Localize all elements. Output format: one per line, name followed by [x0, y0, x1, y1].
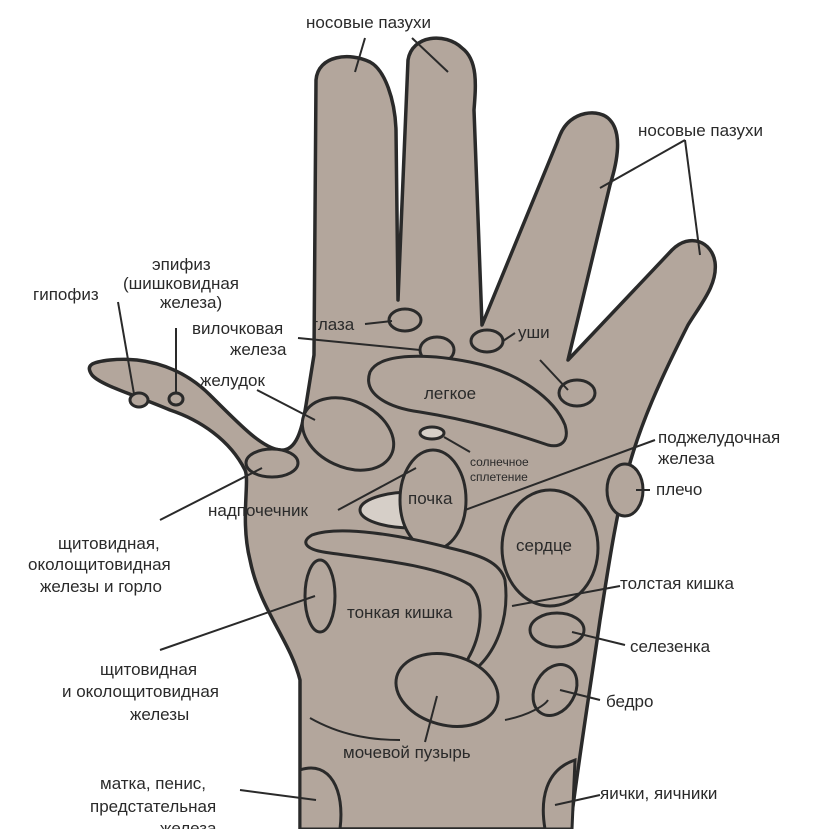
- label-hip: бедро: [606, 692, 653, 711]
- label-pancreas-1: поджелудочная: [658, 428, 780, 447]
- label-bladder: мочевой пузырь: [343, 743, 471, 762]
- label-adrenal: надпочечник: [208, 501, 309, 520]
- zone-eyes: [389, 309, 421, 331]
- label-thyroid-para-1: щитовидная: [100, 660, 197, 679]
- label-uterus-1: матка, пенис,: [100, 774, 206, 793]
- label-thyroid-para-2: и околощитовидная: [62, 682, 219, 701]
- zone-ring-base: [559, 380, 595, 406]
- label-thyroid-throat-3: железы и горло: [40, 577, 162, 596]
- label-stomach: желудок: [200, 371, 265, 390]
- leader-sinus-4: [685, 140, 700, 255]
- label-shoulder: плечо: [656, 480, 702, 499]
- label-testes: яички, яичники: [600, 784, 717, 803]
- label-heart: сердце: [516, 536, 572, 555]
- label-small-intestine: тонкая кишка: [347, 603, 453, 622]
- label-thymus-1: вилочковая: [192, 319, 283, 338]
- label-thyroid-throat-1: щитовидная,: [58, 534, 160, 553]
- label-eyes: глаза: [312, 315, 355, 334]
- label-pancreas-2: железа: [658, 449, 715, 468]
- label-solar-2: сплетение: [470, 470, 528, 484]
- label-sinuses-top: носовые пазухи: [306, 13, 431, 32]
- label-kidney: почка: [408, 489, 453, 508]
- label-thyroid-para-3: железы: [130, 705, 189, 724]
- zone-spleen: [530, 613, 584, 647]
- label-epiphysis-2: (шишковидная: [123, 274, 239, 293]
- zone-epiphysis: [169, 393, 183, 405]
- label-hypophysis: гипофиз: [33, 285, 99, 304]
- label-ears: уши: [518, 323, 550, 342]
- zone-ears: [471, 330, 503, 352]
- zone-hypophysis: [130, 393, 148, 407]
- label-solar-1: солнечное: [470, 455, 529, 469]
- label-large-intestine: толстая кишка: [620, 574, 734, 593]
- label-spleen: селезенка: [630, 637, 711, 656]
- label-uterus-2: предстательная: [90, 797, 216, 816]
- label-thyroid-throat-2: околощитовидная: [28, 555, 171, 574]
- label-uterus-3: железа: [160, 819, 217, 829]
- label-epiphysis-3: железа): [160, 293, 222, 312]
- label-lung: легкое: [424, 384, 476, 403]
- zone-thyroid-para: [305, 560, 335, 632]
- label-thymus-2: железа: [230, 340, 287, 359]
- label-epiphysis-1: эпифиз: [152, 255, 211, 274]
- label-sinuses-right: носовые пазухи: [638, 121, 763, 140]
- zone-solar-plexus: [420, 427, 444, 439]
